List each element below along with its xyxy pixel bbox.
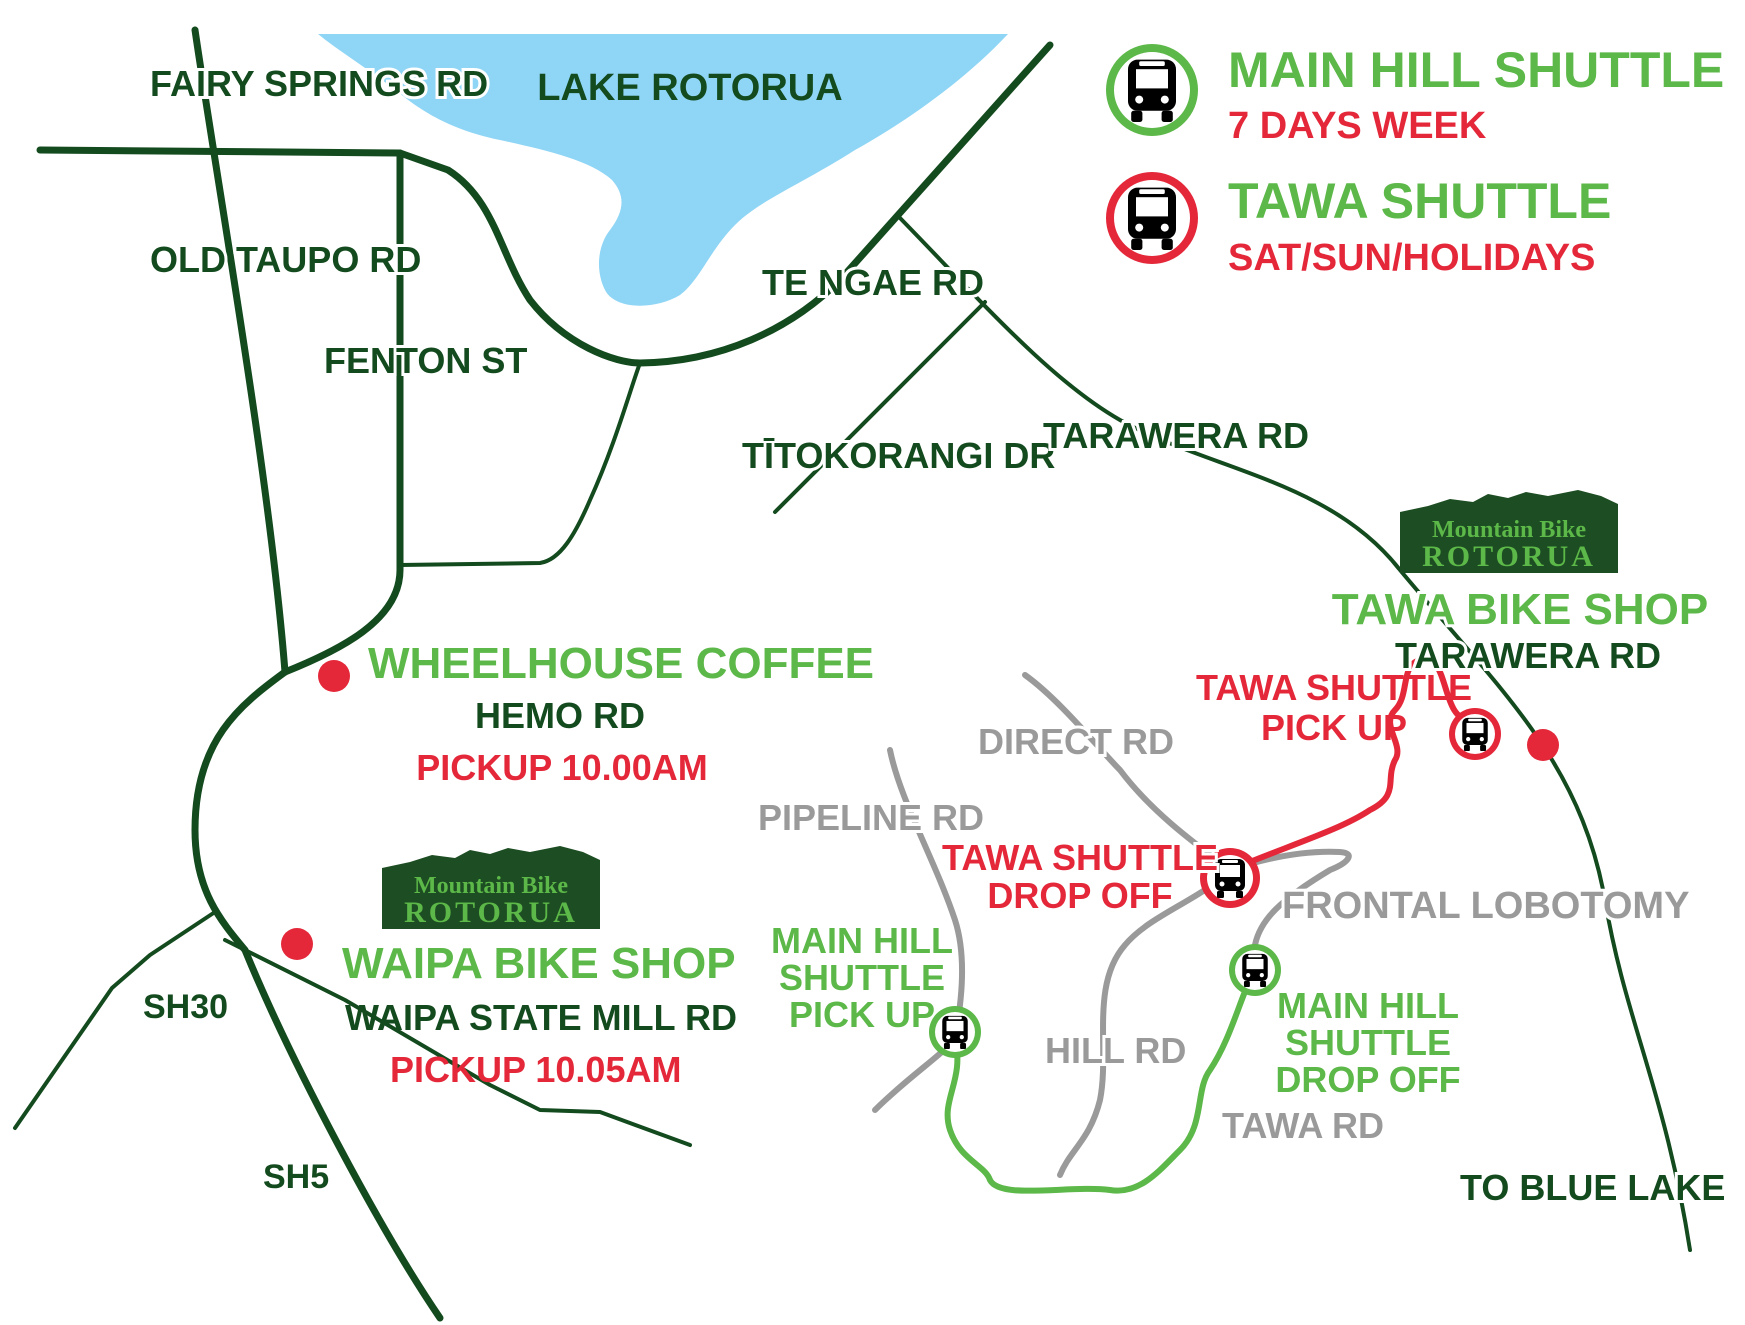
road-old-taupo	[191, 26, 289, 676]
waipa-marker-dot	[281, 928, 313, 960]
label-fenton-st: FENTON ST	[324, 340, 527, 381]
main-dropoff-line3: DROP OFF	[1275, 1059, 1460, 1100]
tawa-dropoff-line2: DROP OFF	[987, 875, 1172, 916]
waipa-name: WAIPA BIKE SHOP	[342, 939, 736, 988]
label-titokorangi-dr: TĪTOKORANGI DR	[742, 435, 1055, 476]
label-old-taupo-rd: OLD TAUPO RD	[150, 239, 421, 280]
legend-main-hill-title: MAIN HILL SHUTTLE	[1228, 42, 1724, 98]
road-sh30	[13, 910, 217, 1130]
main-pickup-line1: MAIN HILL	[771, 920, 953, 961]
label-te-ngae-rd: TE NGAE RD	[762, 262, 984, 303]
stop-tawa-dropoff: TAWA SHUTTLE DROP OFF	[939, 834, 1260, 919]
tawa-logo-line2: ROTORUA	[1422, 540, 1596, 573]
road-top-horizontal	[36, 146, 844, 367]
legend-tawa-sub: SAT/SUN/HOLIDAYS	[1228, 237, 1595, 279]
tawa-shop-marker-dot	[1527, 729, 1559, 761]
road-frontal-lobotomy	[1227, 848, 1352, 948]
waipa-logo-line2: ROTORUA	[404, 896, 578, 929]
legend-main-hill: MAIN HILL SHUTTLE 7 DAYS WEEK	[1106, 42, 1724, 147]
label-frontal-lobotomy: FRONTAL LOBOTOMY	[1282, 885, 1689, 927]
label-fairy-springs-rd: FAIRY SPRINGS RD	[150, 63, 488, 104]
waipa-logo-line1: Mountain Bike	[414, 873, 568, 899]
tawa-logo: Mountain Bike ROTORUA	[1400, 490, 1618, 573]
label-tawa-rd: TAWA RD	[1222, 1105, 1384, 1146]
main-pickup-line2: SHUTTLE	[779, 957, 945, 998]
label-pipeline-rd: PIPELINE RD	[758, 797, 984, 838]
tawa-pickup-line2: PICK UP	[1261, 707, 1407, 748]
road-direct	[1022, 672, 1233, 873]
label-sh5: SH5	[263, 1158, 329, 1196]
tawa-shop-road: TARAWERA RD	[1395, 635, 1661, 676]
place-wheelhouse-coffee: WHEELHOUSE COFFEE HEMO RD PICKUP 10.00AM	[318, 639, 874, 788]
road-main-south	[191, 668, 444, 1322]
place-waipa-bike-shop: WAIPA BIKE SHOP WAIPA STATE MILL RD PICK…	[281, 928, 737, 1090]
main-hill-shuttle-route	[944, 977, 1253, 1194]
road-pipeline	[872, 747, 966, 1113]
tawa-logo-line1: Mountain Bike	[1432, 517, 1586, 543]
wheelhouse-name: WHEELHOUSE COFFEE	[368, 639, 874, 688]
legend-tawa: TAWA SHUTTLE SAT/SUN/HOLIDAYS	[1106, 172, 1611, 279]
waipa-road: WAIPA STATE MILL RD	[345, 997, 737, 1038]
road-fenton	[281, 149, 404, 676]
main-dropoff-line1: MAIN HILL	[1277, 985, 1459, 1026]
legend: MAIN HILL SHUTTLE 7 DAYS WEEK TAWA SHUTT…	[1106, 42, 1724, 279]
road-titokorangi	[773, 300, 987, 514]
label-to-blue-lake: TO BLUE LAKE	[1460, 1167, 1725, 1208]
main-roads	[13, 26, 1692, 1322]
stop-main-dropoff: MAIN HILL SHUTTLE DROP OFF	[1229, 944, 1461, 1100]
label-hill-rd: HILL RD	[1045, 1030, 1186, 1071]
tawa-dropoff-line1: TAWA SHUTTLE	[942, 837, 1218, 878]
lake-rotorua-shape	[318, 34, 1008, 306]
legend-main-hill-sub: 7 DAYS WEEK	[1228, 105, 1487, 147]
place-tawa-bike-shop: TAWA BIKE SHOP TARAWERA RD	[1329, 582, 1711, 761]
legend-tawa-title: TAWA SHUTTLE	[1228, 173, 1611, 229]
stop-tawa-pickup: TAWA SHUTTLE PICK UP	[1196, 667, 1501, 760]
wheelhouse-pickup: PICKUP 10.00AM	[416, 747, 707, 788]
road-waipa-state-mill	[223, 938, 692, 1147]
wheelhouse-marker-dot	[318, 660, 350, 692]
stop-main-pickup: MAIN HILL SHUTTLE PICK UP	[771, 920, 981, 1058]
waipa-logo: Mountain Bike ROTORUA	[382, 846, 600, 929]
tawa-pickup-line1: TAWA SHUTTLE	[1196, 667, 1472, 708]
road-hill	[1057, 867, 1233, 1178]
road-te-ngae	[836, 41, 1054, 284]
road-fenton-connector	[398, 361, 642, 567]
main-pickup-line3: PICK UP	[789, 994, 935, 1035]
tawa-shop-name: TAWA BIKE SHOP	[1332, 585, 1708, 634]
wheelhouse-road: HEMO RD	[475, 695, 645, 736]
trail-roads	[872, 672, 1352, 1178]
main-dropoff-line2: SHUTTLE	[1285, 1022, 1451, 1063]
label-tarawera-rd: TARAWERA RD	[1043, 415, 1309, 456]
label-sh30: SH30	[143, 988, 228, 1026]
tawa-shuttle-route	[1227, 656, 1473, 873]
waipa-pickup: PICKUP 10.05AM	[390, 1049, 681, 1090]
label-lake-rotorua: LAKE ROTORUA	[537, 67, 842, 109]
label-direct-rd: DIRECT RD	[978, 721, 1174, 762]
road-tarawera	[898, 216, 1692, 1252]
